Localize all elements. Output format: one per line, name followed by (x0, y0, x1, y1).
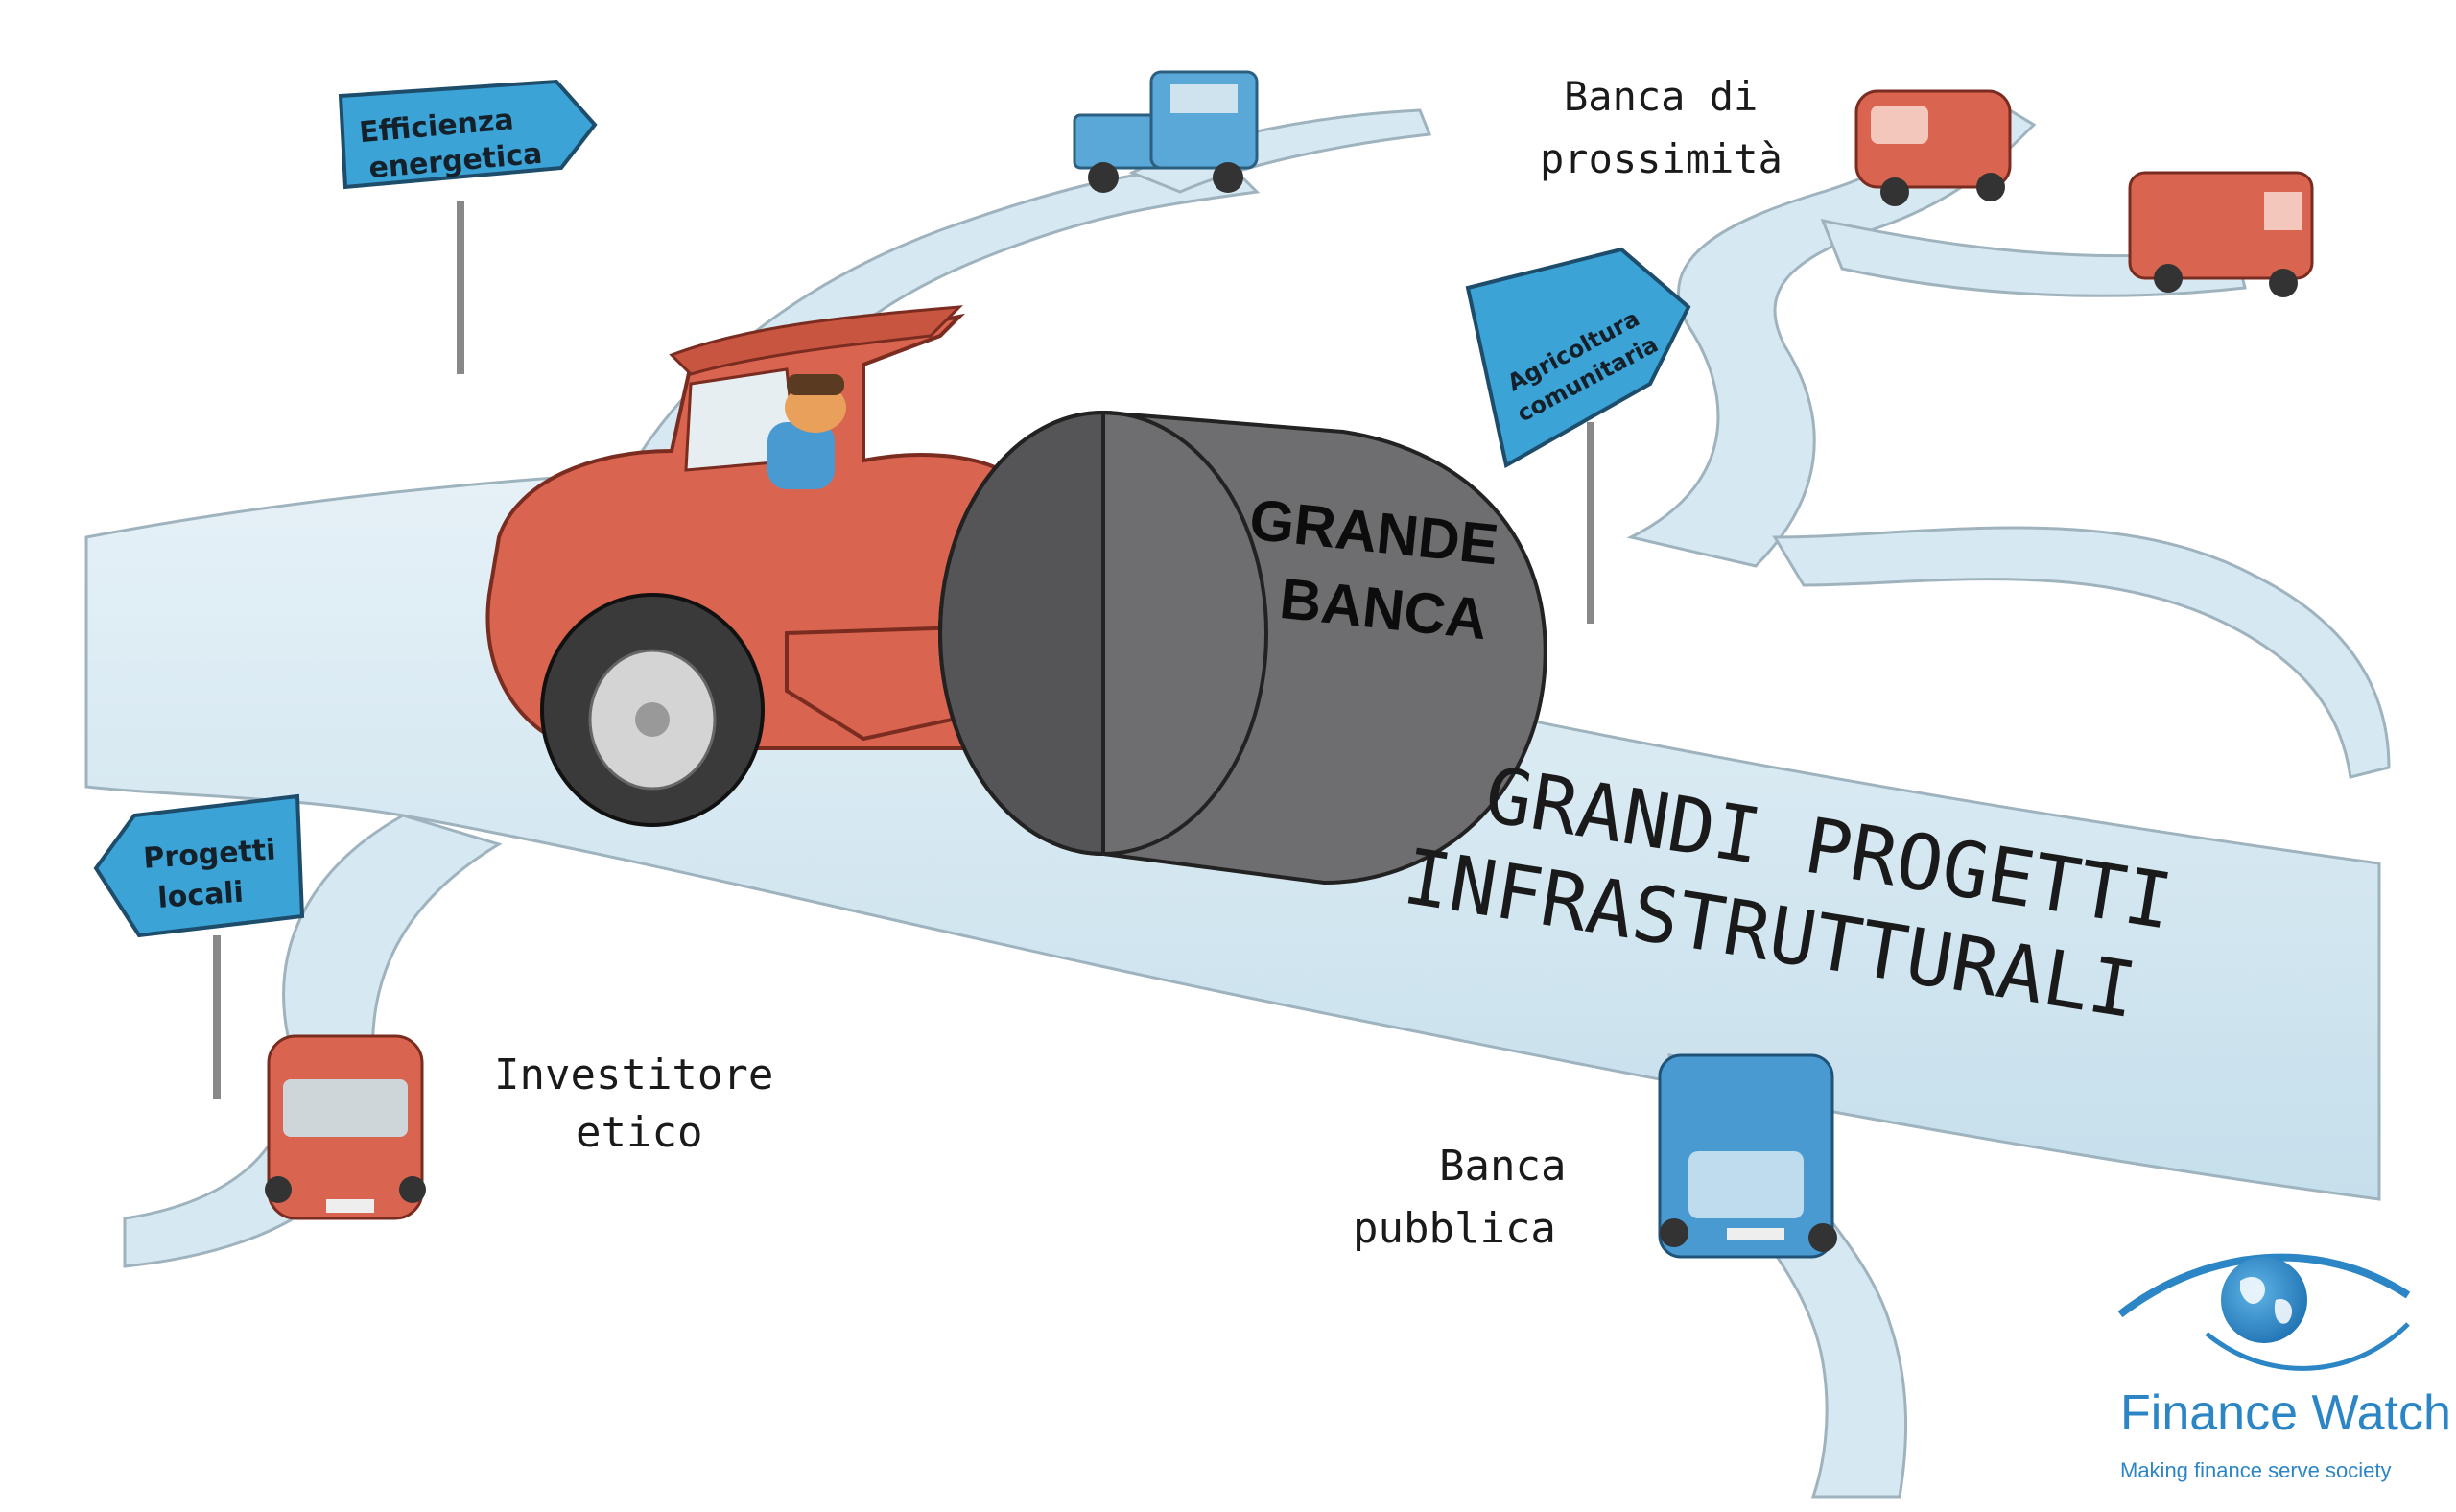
sign-post (457, 201, 464, 374)
red-car-bottom-left (265, 1034, 426, 1220)
steamroller: GRANDE BANCA (485, 305, 1547, 886)
logo-tagline: Making finance serve society (2120, 1458, 2391, 1482)
prossimita-label-line2: prossimità (1540, 135, 1783, 182)
sign-board (93, 793, 305, 938)
sign-progetti-line2: locali (156, 876, 245, 915)
investitore-label-line2: etico (576, 1108, 702, 1157)
finance-watch-logo[interactable]: Finance Watch Making finance serve socie… (2117, 1253, 2451, 1482)
sign-progetti: Progetti locali (93, 793, 305, 1099)
sign-efficienza: Efficienza energetica (338, 79, 598, 374)
blue-van-bottom (1658, 1053, 1837, 1259)
prossimita-label-line1: Banca di (1564, 73, 1758, 120)
road-right (1772, 526, 2391, 779)
sign-agricoltura: Agricoltura comunitaria (1465, 247, 1691, 624)
globe-icon (2221, 1257, 2307, 1343)
logo-name: Finance Watch (2120, 1385, 2451, 1441)
pubblica-label-line1: Banca (1439, 1142, 1566, 1191)
pubblica-label-line2: pubblica (1353, 1204, 1556, 1253)
red-van (2128, 171, 2314, 297)
front-wheel (540, 593, 765, 827)
sign-post (1587, 422, 1594, 624)
driver (768, 374, 846, 489)
logo-eye-lower-icon (2205, 1322, 2410, 1371)
roller-canopy (669, 305, 963, 376)
roller-drum: GRANDE BANCA (938, 410, 1547, 886)
pickup-truck (1073, 70, 1259, 193)
investitore-label-line1: Investitore (494, 1051, 773, 1099)
sign-board (1465, 247, 1691, 469)
sign-board (338, 79, 598, 190)
sign-post (213, 935, 221, 1099)
red-suv (1854, 89, 2012, 206)
